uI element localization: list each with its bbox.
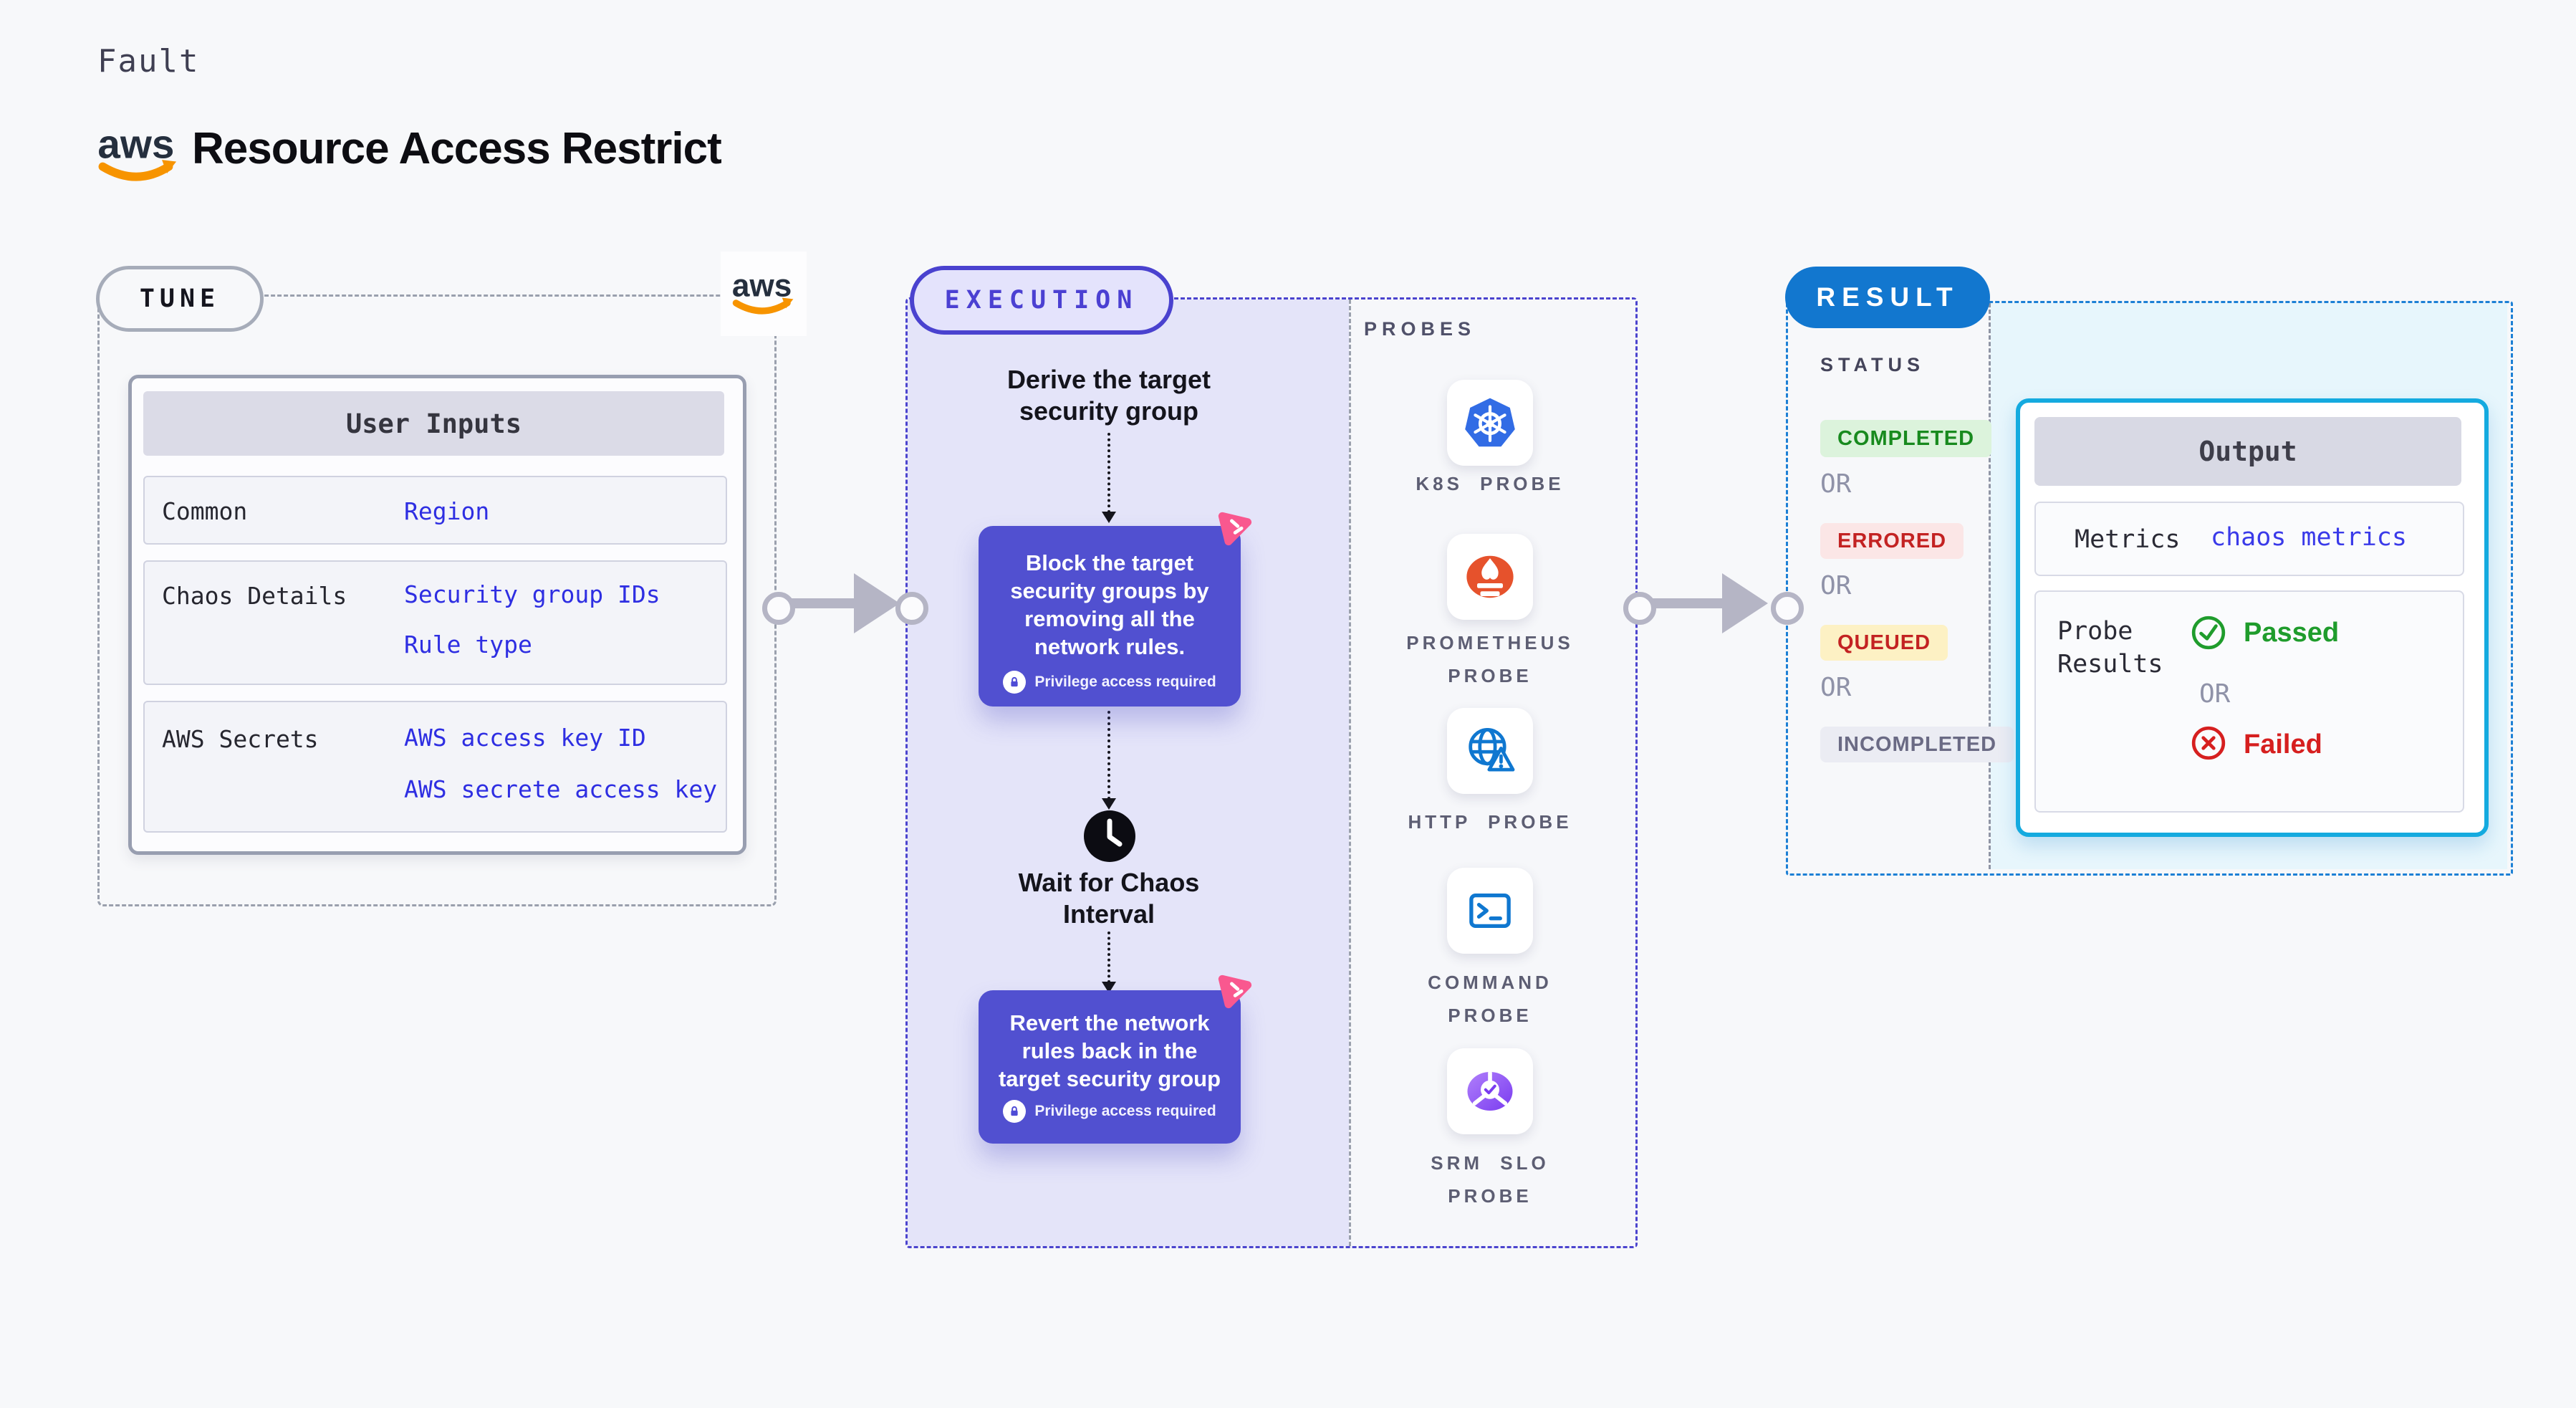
step-revert-text: Revert the network rules back in the tar… <box>998 1010 1221 1091</box>
probe-results-label: Probe Results <box>2057 617 2163 679</box>
probe-label: HTTP PROBE <box>1408 811 1572 833</box>
output-metrics-row: Metrics chaos metrics <box>2034 502 2464 576</box>
or-separator: OR <box>1820 469 1852 499</box>
row-value: AWS access key ID <box>404 724 646 752</box>
user-inputs-header: User Inputs <box>143 391 724 456</box>
passed-label: Passed <box>2244 618 2340 648</box>
probe-card-srm-slo <box>1447 1048 1533 1134</box>
status-badge-completed: COMPLETED <box>1820 420 1992 457</box>
page-title: Resource Access Restrict <box>192 124 722 173</box>
failed-x-icon <box>2191 725 2226 765</box>
step-revert-card: Revert the network rules back in the tar… <box>979 990 1241 1144</box>
privilege-note: Privilege access required <box>1034 1103 1216 1119</box>
or-separator: OR <box>1820 571 1852 600</box>
prometheus-icon <box>1466 555 1514 598</box>
failed-label: Failed <box>2244 729 2322 760</box>
row-label: AWS Secrets <box>162 725 319 753</box>
connector-arrowhead <box>1102 798 1116 810</box>
srm-slo-icon <box>1467 1071 1513 1111</box>
privilege-row: Privilege access required <box>979 671 1241 694</box>
table-row: AWS Secrets AWS access key ID AWS secret… <box>143 701 727 833</box>
privilege-row: Privilege access required <box>979 1100 1241 1123</box>
probes-title: PROBES <box>1364 318 1476 340</box>
probe-label: K8S PROBE <box>1416 473 1565 494</box>
or-separator: OR <box>1820 673 1852 702</box>
chaos-pinwheel-icon <box>1213 506 1255 551</box>
result-section-box <box>1786 301 2513 876</box>
row-value: Security group IDs <box>404 580 660 608</box>
status-title: STATUS <box>1820 354 1925 375</box>
connector-dotted <box>1107 433 1110 513</box>
clock-icon <box>1083 810 1136 866</box>
connector-arrowhead <box>1102 512 1116 523</box>
output-header: Output <box>2034 417 2461 486</box>
probe-card-prometheus <box>1447 534 1533 620</box>
lock-icon <box>1003 671 1027 694</box>
aws-logo-icon: aws <box>97 123 177 181</box>
table-row: Common Region <box>143 476 727 545</box>
probe-label: PROMETHEUS PROBE <box>1406 632 1574 686</box>
aws-corner-logo-icon: aws <box>732 269 794 315</box>
passed-check-icon <box>2191 615 2226 654</box>
status-badge-queued: QUEUED <box>1820 625 1948 661</box>
connector-dotted <box>1107 932 1110 983</box>
result-divider <box>1989 303 1991 869</box>
flow-arrow-shaft <box>1639 598 1725 608</box>
svg-text:aws: aws <box>732 269 792 304</box>
step-block-card: Block the target security groups by remo… <box>979 526 1241 707</box>
kubernetes-icon <box>1465 398 1515 447</box>
privilege-note: Privilege access required <box>1034 674 1216 690</box>
output-probe-results-row: Probe Results Passed OR Failed <box>2034 590 2464 813</box>
chaos-pinwheel-icon <box>1213 969 1255 1014</box>
row-label: Common <box>162 497 248 525</box>
row-value: Rule type <box>404 631 532 658</box>
row-value: Region <box>404 497 490 525</box>
probe-card-command <box>1447 868 1533 954</box>
probe-card-k8s <box>1447 380 1533 466</box>
svg-text:aws: aws <box>97 123 174 168</box>
terminal-icon <box>1469 893 1511 929</box>
tune-badge: TUNE <box>96 266 264 332</box>
flow-arrow-endpoint <box>895 592 928 625</box>
status-badge-incompleted: INCOMPLETED <box>1820 727 2014 762</box>
result-badge: RESULT <box>1785 267 1990 328</box>
flow-arrow-endpoint <box>1623 592 1656 625</box>
execution-badge: EXECUTION <box>910 266 1173 335</box>
aws-corner-logo: aws <box>721 252 807 336</box>
probe-label: COMMAND PROBE <box>1428 972 1552 1026</box>
step-block-text: Block the target security groups by remo… <box>1010 550 1209 659</box>
metrics-value: chaos metrics <box>2211 523 2407 552</box>
metrics-label: Metrics <box>2075 525 2181 554</box>
or-separator: OR <box>2199 679 2231 709</box>
flow-arrow-endpoint <box>1771 592 1804 625</box>
flow-arrow-head <box>1722 573 1768 633</box>
step-derive-text: Derive the target security group <box>1006 365 1211 426</box>
flow-arrow-endpoint <box>762 592 795 625</box>
fault-eyebrow: Fault <box>97 43 200 80</box>
row-value: AWS secrete access key <box>404 775 718 803</box>
probe-label: SRM SLO PROBE <box>1431 1152 1549 1207</box>
row-label: Chaos Details <box>162 582 347 610</box>
table-row: Chaos Details Security group IDs Rule ty… <box>143 560 727 685</box>
flow-arrow-shaft <box>778 598 857 608</box>
http-globe-warning-icon <box>1469 727 1515 772</box>
connector-dotted <box>1107 711 1110 800</box>
lock-icon <box>1003 1100 1027 1123</box>
step-wait-text: Wait for Chaos Interval <box>1018 868 1200 929</box>
aws-logo: aws <box>96 120 181 189</box>
probe-card-http <box>1447 708 1533 794</box>
status-badge-errored: ERRORED <box>1820 523 1964 559</box>
flow-arrow-head <box>854 573 900 633</box>
